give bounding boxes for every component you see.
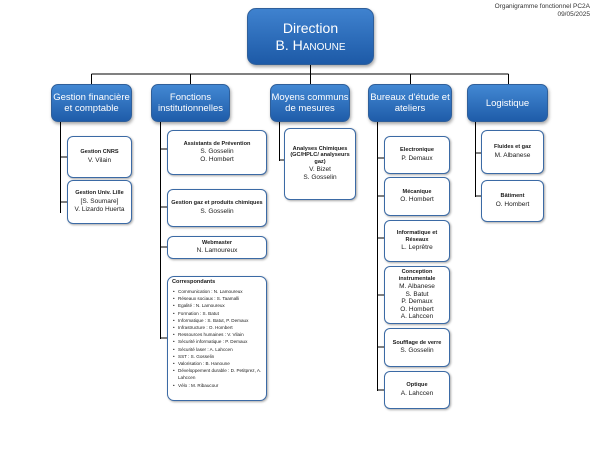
direction-node: Direction B. Hanoune — [247, 8, 374, 65]
card-title: Mécanique — [402, 188, 432, 195]
card-person: L. Leprêtre — [401, 244, 433, 251]
card-person: M. Albanese — [399, 283, 435, 291]
card-person: S. Gosselin — [200, 148, 234, 156]
card-person: S. Gosselin — [400, 347, 434, 355]
card-informatique-reseaux: Informatique et Réseaux L. Leprêtre — [384, 220, 450, 262]
card-person: V. Bizet — [309, 166, 331, 174]
list-item: Egalité : N. Lamoureux — [173, 302, 262, 309]
card-fluides-gaz: Fluides et gaz M. Albanese — [481, 130, 544, 174]
card-person: A. Lahccen — [400, 389, 434, 397]
card-person: O. Hombert — [400, 305, 434, 313]
card-title: Soufflage de verre — [392, 339, 442, 346]
list-item: Formation : S. Batut — [173, 310, 262, 317]
card-webmaster: Webmaster N. Lamoureux — [167, 236, 267, 259]
card-person: S. Gosselin — [200, 207, 234, 215]
card-gestion-univ-lille: Gestion Univ. Lille [S. Soumare] V. Liza… — [67, 180, 132, 224]
card-person: A. Lahccen — [400, 313, 434, 321]
column-head-gestion: Gestion financière et comptable — [51, 84, 132, 122]
card-person: O. Hombert — [400, 196, 434, 204]
direction-name: B. Hanoune — [275, 36, 346, 53]
card-title: Informatique et Réseaux — [396, 230, 438, 243]
direction-title: Direction — [282, 19, 339, 36]
list-item: Valorisation : B. Hanoune — [173, 360, 262, 367]
card-gestion-cnrs: Gestion CNRS V. Vilain — [67, 136, 132, 178]
card-title: Bâtiment — [500, 193, 525, 200]
card-person: P. Demaux — [401, 154, 433, 162]
card-person: N. Lamoureux — [196, 247, 238, 255]
card-batiment: Bâtiment O. Hombert — [481, 180, 544, 222]
list-item: SST : S. Gosselin — [173, 353, 262, 360]
list-item: Réseaux sociaux : S. Taamalli — [173, 295, 262, 302]
card-person: O. Hombert — [495, 200, 530, 208]
card-title: Assistants de Prévention — [183, 140, 251, 147]
card-title: Gestion CNRS — [80, 149, 119, 156]
card-correspondants: Correspondants Communication : N. Lamour… — [167, 276, 267, 401]
correspondants-list: Communication : N. Lamoureux Réseaux soc… — [172, 288, 262, 389]
list-item: Ressources humaines : V. Vilain — [173, 331, 262, 338]
list-item: Informatique : S. Batut, P. Demaux — [173, 317, 262, 324]
card-person: [S. Soumare] — [80, 197, 119, 205]
card-title: Fluides et gaz — [494, 144, 531, 151]
card-title: Gestion Univ. Lille — [75, 190, 124, 197]
document-title: Organigramme fonctionnel PC2A — [494, 3, 590, 10]
card-person: S. Batut — [405, 290, 429, 298]
card-title: Correspondants — [172, 279, 216, 285]
card-person: S. Gosselin — [303, 174, 337, 182]
list-item: Infrastructure : O. Hombert — [173, 324, 262, 331]
card-optique: Optique A. Lahccen — [384, 371, 450, 409]
column-head-moyens: Moyens communs de mesures — [270, 84, 350, 122]
column-head-bureaux: Bureaux d'étude et ateliers — [368, 84, 452, 122]
card-person: P. Demaux — [401, 298, 433, 306]
card-conception-instrumentale: Conception instrumentale M. Albanese S. … — [384, 266, 450, 324]
list-item: Sécurité laser : A. Lahccen — [173, 346, 262, 353]
card-electronique: Electronique P. Demaux — [384, 136, 450, 174]
card-title: Webmaster — [201, 239, 233, 246]
card-mecanique: Mécanique O. Hombert — [384, 177, 450, 216]
card-assistants-prevention: Assistants de Prévention S. Gosselin O. … — [167, 130, 267, 175]
list-item: Communication : N. Lamoureux — [173, 288, 262, 295]
card-title: Optique — [406, 382, 428, 389]
list-item: Sécurité informatique : P. Demaux — [173, 338, 262, 345]
document-meta: Organigramme fonctionnel PC2A 09/05/2025 — [495, 3, 590, 19]
column-head-fonctions: Fonctions institutionnelles — [151, 84, 230, 122]
card-person: V. Lizardo Huerta — [74, 205, 125, 213]
card-analyses-chimiques: Analyses Chimiques (GC/HPLC/ analyseurs … — [284, 128, 356, 200]
card-person: V. Vilain — [87, 156, 112, 164]
document-date: 09/05/2025 — [557, 11, 590, 18]
column-head-logistique: Logistique — [467, 84, 548, 122]
card-title: Conception instrumentale — [398, 269, 436, 282]
card-title: Gestion gaz et produits chimiques — [171, 200, 263, 207]
card-person: M. Albanese — [494, 151, 531, 159]
card-soufflage-verre: Soufflage de verre S. Gosselin — [384, 328, 450, 367]
card-gestion-gaz: Gestion gaz et produits chimiques S. Gos… — [167, 189, 267, 227]
card-title: Electronique — [400, 147, 434, 154]
card-title: Analyses Chimiques (GC/HPLC/ analyseurs … — [290, 145, 350, 165]
list-item: Vélo : M. Ribaucour — [173, 382, 262, 389]
list-item: Développement durable : D. Petitprez, A.… — [173, 367, 262, 381]
card-person: O. Hombert — [200, 156, 234, 164]
